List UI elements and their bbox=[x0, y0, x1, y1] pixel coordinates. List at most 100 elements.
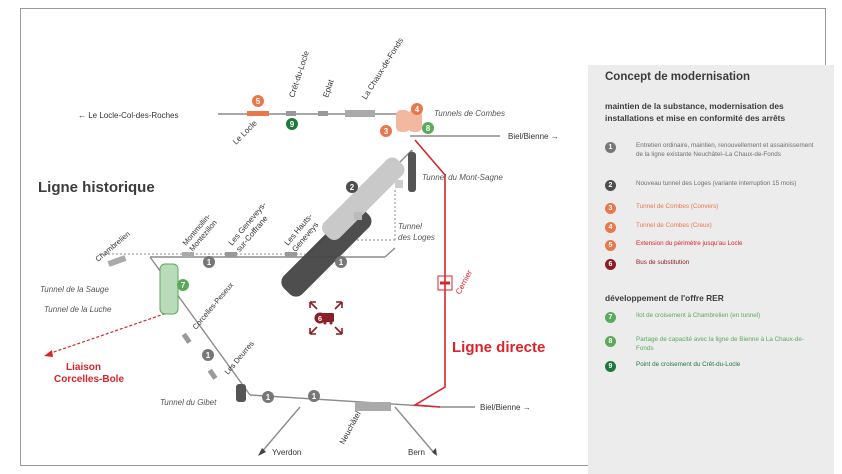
map-badge-3: 3 bbox=[380, 125, 392, 137]
station-deurres bbox=[207, 368, 218, 380]
label-tunnel-luche: Tunnel de la Luche bbox=[44, 305, 112, 314]
svg-text:1: 1 bbox=[312, 392, 317, 401]
legend-item-7: 7 Ilot de croisement à Chambrelien (en tu… bbox=[605, 312, 827, 342]
label-montmollin: Montmollin-Montezillon bbox=[181, 211, 220, 253]
svg-text:5: 5 bbox=[256, 97, 261, 106]
legend-item-6: 6 Bus de substitution bbox=[605, 259, 827, 289]
label-ligne-directe: Ligne directe bbox=[452, 339, 545, 356]
map-badge-4: 4 bbox=[411, 103, 423, 115]
tunnel-combes-4 bbox=[408, 110, 422, 132]
track-to-neuchatel bbox=[249, 394, 441, 408]
liaison-line bbox=[47, 311, 171, 355]
station-cret bbox=[286, 111, 296, 116]
label-tunnels-de-combes: Tunnels de Combes bbox=[434, 109, 505, 118]
map-badge-7: 7 bbox=[177, 279, 189, 291]
legend-text-2: Nouveau tunnel des Loges (variante inter… bbox=[636, 180, 797, 187]
map-badge-2: 2 bbox=[346, 181, 358, 193]
label-yverdon: Yverdon bbox=[272, 448, 301, 457]
station-la-chaux-de-fonds bbox=[345, 110, 375, 117]
track-bern bbox=[394, 406, 436, 455]
legend-text-9: Point de croisement du Crêt-du-Locle bbox=[636, 361, 741, 368]
tunnels bbox=[107, 110, 453, 411]
station-corcelles bbox=[181, 332, 192, 344]
station-geneveys bbox=[225, 252, 237, 257]
tunnel-gibet bbox=[236, 384, 246, 402]
legend-item-5: 5 Extension du périmètre jusqu'au Locle bbox=[605, 240, 827, 270]
yverdon-arrow bbox=[258, 448, 266, 456]
svg-text:1: 1 bbox=[207, 258, 212, 267]
station-chambrelien bbox=[107, 255, 127, 267]
label-le-locle-col: ← Le Locle-Col-des-Roches bbox=[78, 111, 179, 120]
label-geneveys-sur-coffrane: Les Geneveys-sur-Coffrane bbox=[227, 200, 276, 254]
marker-loges-b bbox=[395, 180, 403, 188]
map-badge-1: 1 bbox=[203, 256, 215, 268]
station-hauts-geneveys bbox=[285, 252, 297, 257]
legend-badge-4: 4 bbox=[605, 222, 616, 233]
bern-arrow bbox=[432, 448, 437, 456]
track-yverdon bbox=[259, 406, 301, 455]
svg-text:8: 8 bbox=[426, 124, 431, 133]
legend-section-rer: développement de l'offre RER bbox=[605, 293, 724, 303]
legend-badge-5: 5 bbox=[605, 240, 616, 251]
label-biel-top: Biel/Bienne → bbox=[508, 132, 559, 141]
svg-text:2: 2 bbox=[350, 183, 355, 192]
label-liaison-line2: Corcelles-Bole bbox=[54, 374, 124, 385]
label-tunnel-mont-sagne: Tunnel du Mont-Sagne bbox=[422, 173, 503, 182]
map-badge-1: 1 bbox=[202, 349, 214, 361]
label-tunnel-sauge: Tunnel de la Sauge bbox=[40, 285, 109, 294]
svg-text:9: 9 bbox=[290, 120, 295, 129]
liaison-dashed bbox=[47, 311, 171, 355]
label-liaison-line1: Liaison bbox=[66, 362, 101, 373]
map-badge-1: 1 bbox=[335, 256, 347, 268]
legend-text-4: Tunnel de Combes (Creux) bbox=[636, 222, 712, 229]
svg-text:4: 4 bbox=[415, 105, 420, 114]
station-le-locle bbox=[247, 111, 269, 116]
station-neuchatel bbox=[355, 402, 391, 411]
map-badge-8: 8 bbox=[422, 122, 434, 134]
track-historic-upper-right bbox=[384, 247, 396, 258]
legend-badge-3: 3 bbox=[605, 203, 616, 214]
svg-text:7: 7 bbox=[181, 281, 186, 290]
label-les-deurres: Les Deurres bbox=[223, 339, 256, 376]
legend-text-6: Bus de substitution bbox=[636, 259, 690, 266]
label-cret-du-locle: Crêt-du-Locle bbox=[287, 49, 311, 98]
legend-badge-8: 8 bbox=[605, 336, 616, 347]
map-badge-9: 9 bbox=[286, 118, 298, 130]
legend-text-7: Ilot de croisement à Chambrelien (en tun… bbox=[636, 312, 761, 319]
legend-badge-7: 7 bbox=[605, 312, 616, 323]
label-neuchatel: Neuchâtel bbox=[338, 410, 363, 446]
label-la-chaux-de-fonds: La Chaux-de-Fonds bbox=[360, 36, 405, 101]
legend-item-3: 3 Tunnel de Combes (Convers) bbox=[605, 203, 827, 233]
tunnel-chambrelien-green bbox=[159, 263, 179, 315]
label-bern: Bern bbox=[408, 448, 425, 457]
legend-section-maintien: maintien de la substance, modernisation … bbox=[605, 101, 786, 123]
label-tunnel-gibet: Tunnel du Gibet bbox=[160, 398, 217, 407]
svg-text:1: 1 bbox=[206, 351, 211, 360]
legend-text-5: Extension du périmètre jusqu'au Locle bbox=[636, 240, 743, 247]
map-badge-1: 1 bbox=[308, 390, 320, 402]
legend-text-3: Tunnel de Combes (Convers) bbox=[636, 203, 719, 210]
label-tunnel-des-loges-2: des Loges bbox=[398, 233, 435, 242]
svg-text:6: 6 bbox=[318, 314, 322, 323]
map-badges: 5 9 4 3 8 2 7 1 1 1 1 1 6 bbox=[177, 95, 434, 403]
map-badge-6: 6 bbox=[314, 312, 326, 324]
svg-text:1: 1 bbox=[266, 393, 271, 402]
legend-badge-6: 6 bbox=[605, 259, 616, 270]
label-liaison-1: Liaison bbox=[66, 362, 101, 373]
station-cernier bbox=[437, 275, 453, 291]
tunnel-combes-3 bbox=[396, 110, 410, 132]
tunnel-loges-existing bbox=[321, 157, 405, 241]
station-montmollin bbox=[182, 252, 194, 257]
tunnel-mont-sagne bbox=[408, 152, 416, 192]
legend-title: Concept de modernisation bbox=[605, 71, 751, 83]
ligne-directe-track bbox=[412, 139, 446, 408]
svg-text:3: 3 bbox=[384, 127, 389, 136]
map-badge-5: 5 bbox=[252, 95, 264, 107]
liaison-arrow bbox=[44, 350, 53, 357]
station-eplatures bbox=[318, 111, 328, 116]
legend-text-1: Entretien ordinaire, maintien, renouvell… bbox=[636, 142, 814, 158]
